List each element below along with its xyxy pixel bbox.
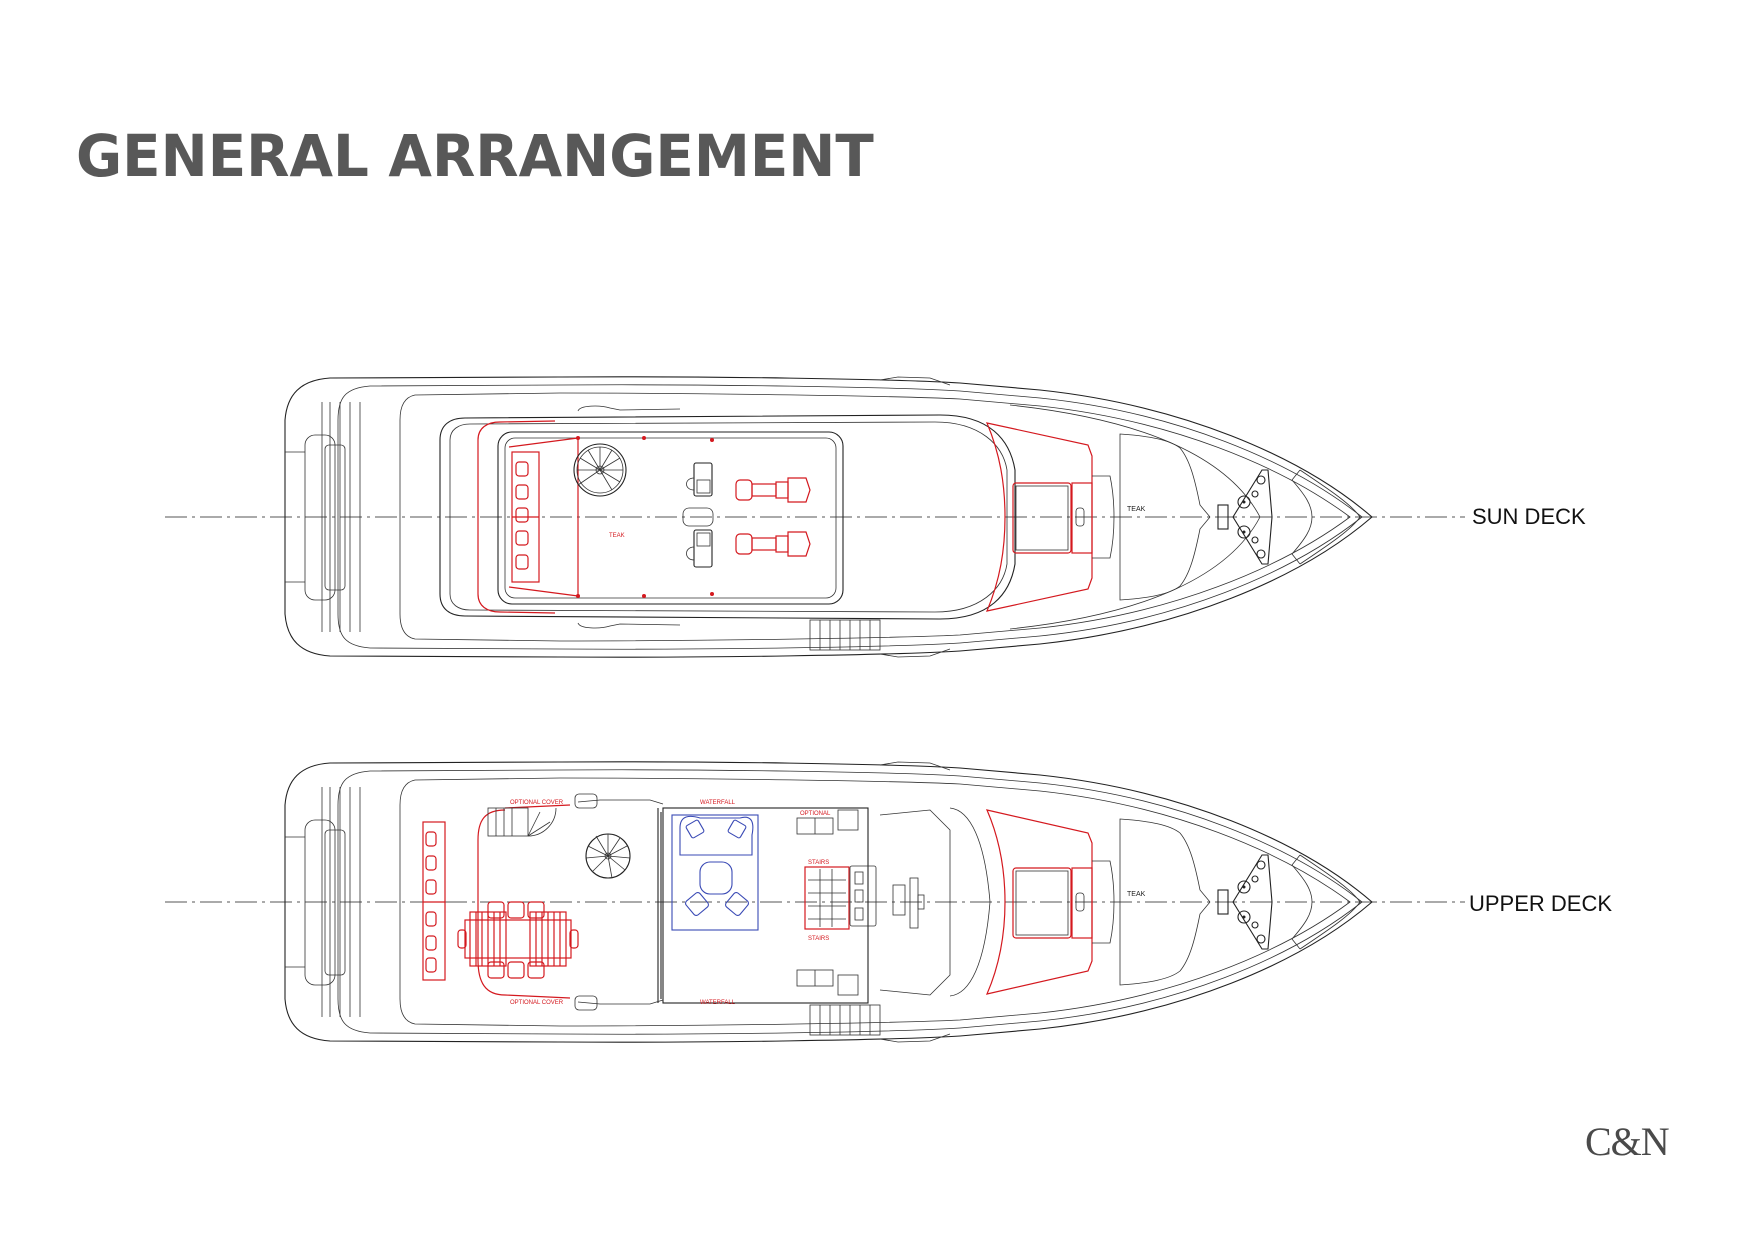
upper-deck-plan: OPTIONAL COVER OPTIONAL COVER bbox=[165, 761, 1465, 1043]
foredeck-sunpad bbox=[985, 809, 1115, 995]
svg-text:WATERFALL: WATERFALL bbox=[700, 800, 736, 806]
salon-lounge bbox=[671, 814, 759, 931]
svg-text:OPTIONAL COVER: OPTIONAL COVER bbox=[510, 800, 564, 806]
svg-text:TEAK: TEAK bbox=[609, 533, 625, 539]
svg-text:STAIRS: STAIRS bbox=[808, 936, 829, 942]
helm-seats bbox=[735, 477, 811, 557]
sun-deck-plan: TEAK bbox=[165, 376, 1465, 658]
dining-table bbox=[457, 901, 579, 979]
svg-text:OPTIONAL: OPTIONAL bbox=[800, 811, 831, 817]
brand-logo: C&N bbox=[1585, 1119, 1670, 1164]
svg-text:WATERFALL: WATERFALL bbox=[700, 1000, 736, 1006]
svg-text:TEAK: TEAK bbox=[1127, 506, 1146, 513]
spiral-stair-icon bbox=[585, 833, 631, 879]
spiral-stair-icon bbox=[573, 443, 627, 497]
svg-text:STAIRS: STAIRS bbox=[808, 860, 829, 866]
interior-stair: STAIRS STAIRS bbox=[804, 860, 850, 942]
sun-deck-label: SUN DECK bbox=[1472, 504, 1586, 529]
page-title: GENERAL ARRANGEMENT bbox=[76, 122, 874, 190]
foredeck-sunpad bbox=[986, 422, 1115, 612]
svg-text:TEAK: TEAK bbox=[1127, 891, 1146, 898]
upper-deck-label: UPPER DECK bbox=[1469, 891, 1613, 916]
helm-console bbox=[682, 462, 714, 568]
svg-text:OPTIONAL COVER: OPTIONAL COVER bbox=[510, 1000, 564, 1006]
